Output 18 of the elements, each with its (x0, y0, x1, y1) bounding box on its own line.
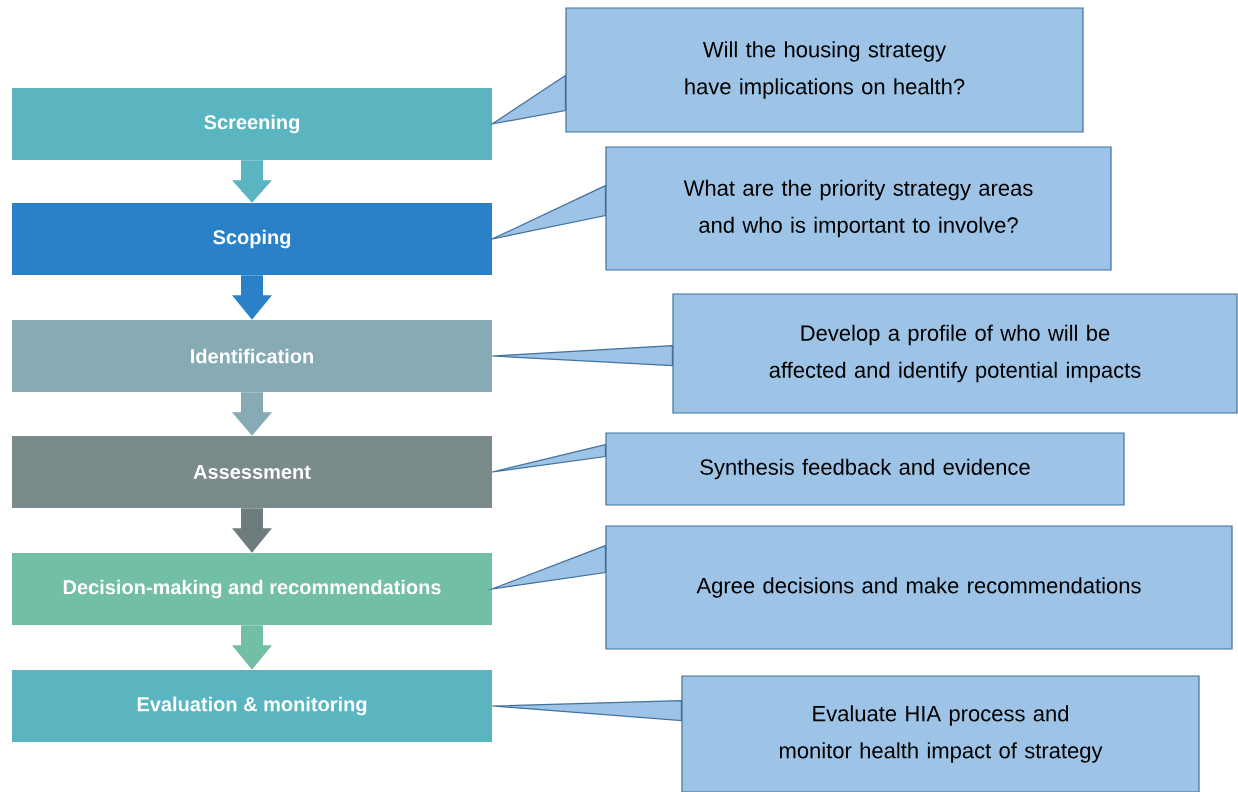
callout-box: Develop a profile of who will be affected and identify potential impacts (672, 293, 1238, 414)
step-box: Decision-making and recommendations (12, 553, 492, 625)
step-box: Assessment (12, 436, 492, 508)
down-arrow (232, 392, 272, 436)
callout-box: Agree decisions and make recommendations (605, 525, 1233, 650)
step-box: Scoping (12, 203, 492, 275)
step-box: Evaluation & monitoring (12, 670, 492, 742)
callout-box: Synthesis feedback and evidence (605, 432, 1125, 506)
down-arrow (232, 275, 272, 320)
down-arrow (232, 508, 272, 553)
down-arrow (232, 160, 272, 203)
callout-pointer (491, 700, 682, 722)
step-box: Identification (12, 320, 492, 392)
step-box: Screening (12, 88, 492, 160)
down-arrow (232, 625, 272, 670)
callout-box: What are the priority strategy areas and who is important to involve? (605, 146, 1112, 271)
callout-box: Evaluate HIA process and monitor health impact of strategy (681, 675, 1200, 792)
callout-box: Will the housing strategy have implications on health? (565, 7, 1084, 133)
